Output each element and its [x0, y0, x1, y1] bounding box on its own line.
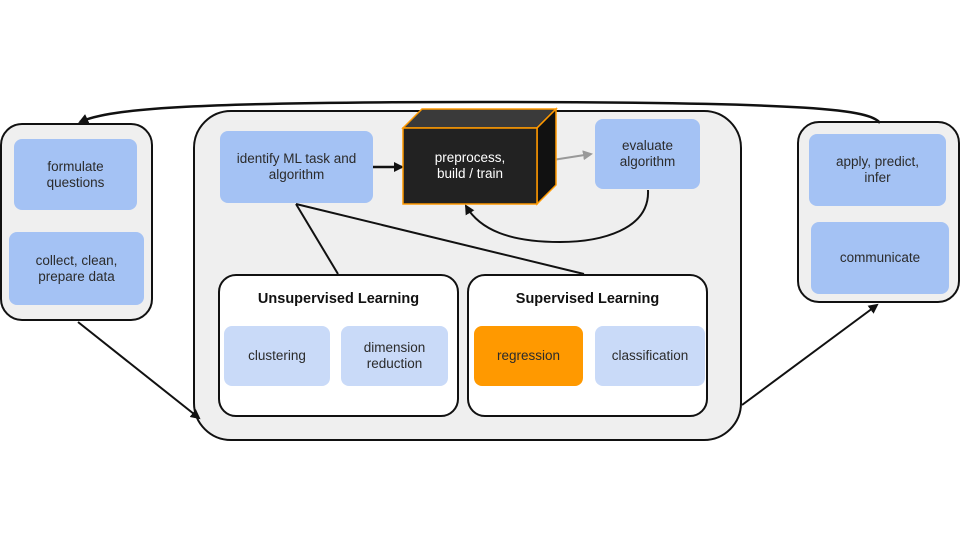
collect-to-center-arrow — [77, 321, 201, 420]
regression-box: regression — [474, 326, 583, 386]
evaluate-algorithm-box: evaluate algorithm — [595, 119, 700, 189]
communicate-box: communicate — [811, 222, 949, 294]
apply-predict-infer-box: apply, predict, infer — [809, 134, 946, 206]
supervised-learning-title: Supervised Learning — [515, 291, 660, 307]
collect-data-box: collect, clean, prepare data — [9, 232, 144, 305]
classification-box: classification — [595, 326, 705, 386]
center-to-apply-arrow — [741, 303, 879, 406]
preprocess-build-train-label: preprocess, build / train — [434, 150, 506, 181]
formulate-questions-box: formulate questions — [14, 139, 137, 210]
clustering-box: clustering — [224, 326, 330, 386]
identify-ml-task-box: identify ML task and algorithm — [220, 131, 373, 203]
unsupervised-learning-title: Unsupervised Learning — [257, 291, 420, 307]
dimension-reduction-box: dimension reduction — [341, 326, 448, 386]
